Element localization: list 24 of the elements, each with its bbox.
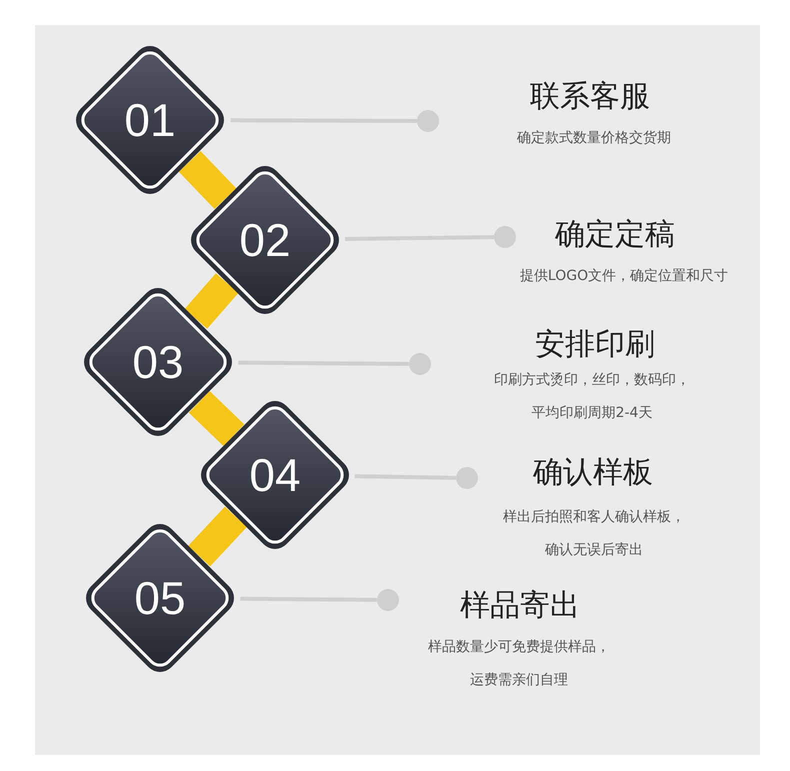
step-description: 样品数量少可免费提供样品，运费需亲们自理 — [427, 638, 611, 690]
step-description: 确定款式数量价格交货期 — [517, 129, 671, 148]
step-title: 确定定稿 — [555, 217, 675, 253]
step-title: 样品寄出 — [460, 588, 580, 624]
step-number: 01 — [124, 97, 176, 143]
step-title: 联系客服 — [530, 79, 650, 115]
step-description: 印刷方式烫印，丝印，数码印，平均印刷周期2-4天 — [493, 371, 691, 423]
connector-line — [238, 360, 410, 366]
step-number: 04 — [249, 452, 301, 498]
step-description: 提供LOGO文件，确定位置和尺寸 — [520, 267, 728, 286]
connector-bar — [188, 391, 244, 446]
step-title: 安排印刷 — [535, 327, 655, 363]
step-number: 03 — [132, 339, 184, 385]
connector-line — [230, 118, 417, 123]
step-title: 确认样板 — [533, 455, 653, 491]
step-number: 05 — [134, 575, 186, 621]
connector-line — [354, 474, 456, 480]
step-number: 02 — [239, 217, 291, 263]
connector-line — [344, 235, 494, 241]
connector-bar — [184, 273, 238, 329]
connector-bar — [178, 150, 236, 210]
connector-bar — [188, 506, 247, 566]
connector-line — [240, 596, 378, 602]
step-description: 样出后拍照和客人确认样板，确认无误后寄出 — [502, 508, 686, 560]
